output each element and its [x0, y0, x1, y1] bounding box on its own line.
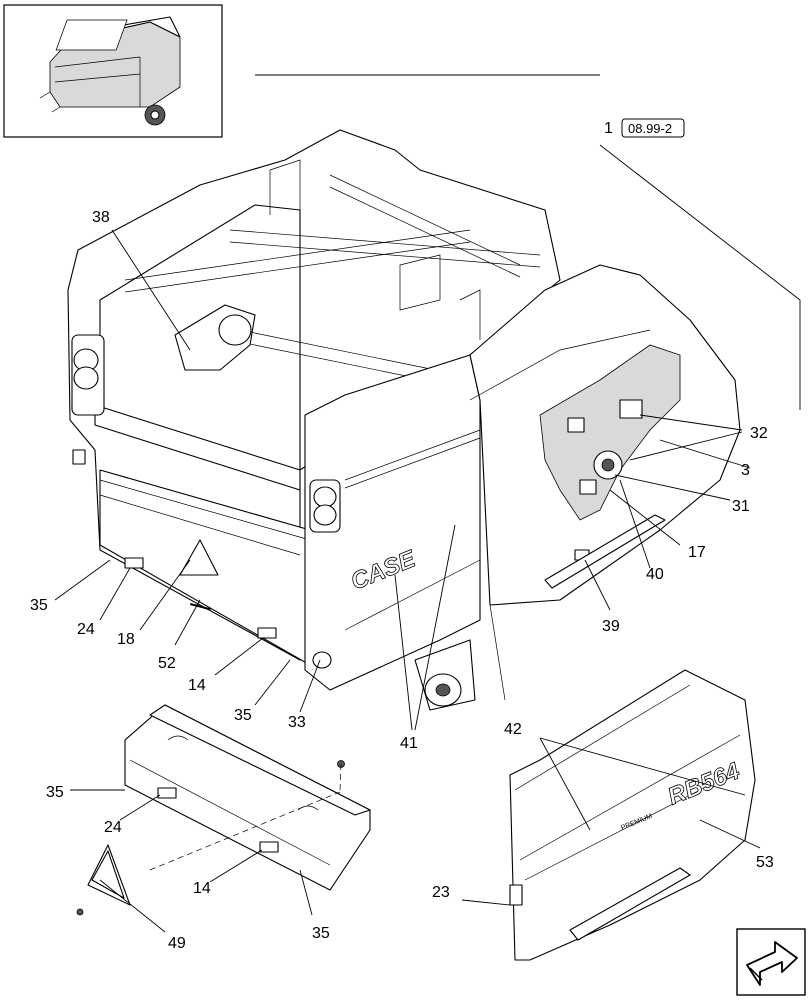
callout-38: 38 — [92, 209, 110, 226]
callout-35: 35 — [46, 784, 64, 801]
callout-52: 52 — [158, 655, 176, 672]
callout-35: 35 — [234, 707, 252, 724]
center-side-door: CASE — [304, 354, 481, 711]
front-lower-shield — [76, 704, 371, 916]
callout-42: 42 — [504, 721, 522, 738]
callout-31: 31 — [732, 498, 750, 515]
reference-number: 1 — [604, 120, 613, 137]
leader-lines — [54, 74, 801, 933]
callout-18: 18 — [117, 631, 135, 648]
thumbnail-inset — [3, 4, 223, 138]
callout-35: 35 — [312, 925, 330, 942]
reference-box-label: 08.99-2 — [628, 121, 672, 136]
callout-32: 32 — [750, 425, 768, 442]
next-page-arrow-icon[interactable] — [736, 928, 806, 996]
callout-41: 41 — [400, 735, 418, 752]
callout-24: 24 — [77, 621, 95, 638]
reference-callout[interactable]: 1 08.99-2 — [604, 118, 685, 138]
callout-53: 53 — [756, 854, 774, 871]
callout-49: 49 — [168, 935, 186, 952]
callout-3: 3 — [741, 462, 750, 479]
reference-box[interactable] — [621, 118, 685, 138]
right-side-housing — [469, 264, 741, 701]
baler-main-assembly: ▬▬▬ — [67, 129, 561, 666]
callout-35: 35 — [30, 597, 48, 614]
callout-labels: 38 32 3 31 17 40 39 35 24 18 52 14 35 33… — [30, 209, 774, 952]
callout-17: 17 — [688, 544, 706, 561]
callout-33: 33 — [288, 714, 306, 731]
callout-40: 40 — [646, 566, 664, 583]
callout-23: 23 — [432, 884, 450, 901]
callout-14: 14 — [193, 880, 211, 897]
callout-39: 39 — [602, 618, 620, 635]
callout-24: 24 — [104, 819, 122, 836]
callout-14: 14 — [188, 677, 206, 694]
right-side-door-panel: RB564 PREMIUM — [509, 669, 756, 961]
